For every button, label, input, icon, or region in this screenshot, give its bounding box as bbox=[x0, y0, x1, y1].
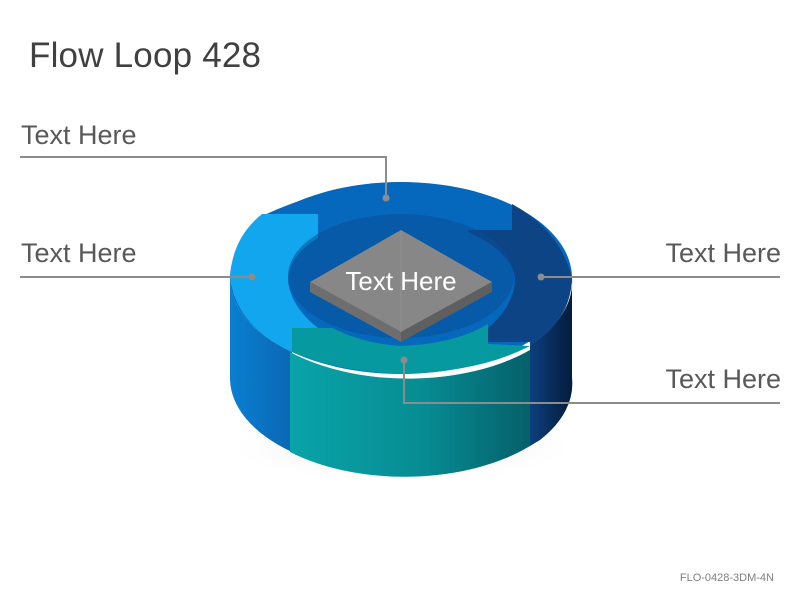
arrow-segment-right bbox=[468, 204, 572, 346]
footer-code: FLO-0428-3DM-4N bbox=[679, 572, 774, 584]
leader-line-bottom bbox=[403, 360, 780, 404]
leader-line-top bbox=[20, 156, 387, 197]
leader-dot-right bbox=[537, 273, 545, 281]
label-right: Text Here bbox=[665, 238, 781, 268]
center-box-left-face bbox=[310, 282, 401, 342]
label-left: Text Here bbox=[21, 238, 137, 268]
cylinder-side-left bbox=[229, 278, 292, 452]
label-top: Text Here bbox=[21, 120, 137, 150]
leader-dot-bottom bbox=[400, 356, 408, 364]
center-box-right-face bbox=[401, 282, 492, 342]
arrow-segment-left bbox=[230, 214, 318, 352]
leader-dot-left bbox=[248, 273, 256, 281]
page-title: Flow Loop 428 bbox=[29, 36, 262, 75]
cylinder-side-front bbox=[290, 350, 530, 477]
arrow-segment-top bbox=[262, 182, 512, 262]
center-label: Text Here bbox=[345, 266, 457, 296]
leader-dot-top bbox=[382, 194, 390, 202]
label-bottom: Text Here bbox=[665, 364, 781, 394]
arrow-segment-bottom bbox=[292, 324, 530, 374]
